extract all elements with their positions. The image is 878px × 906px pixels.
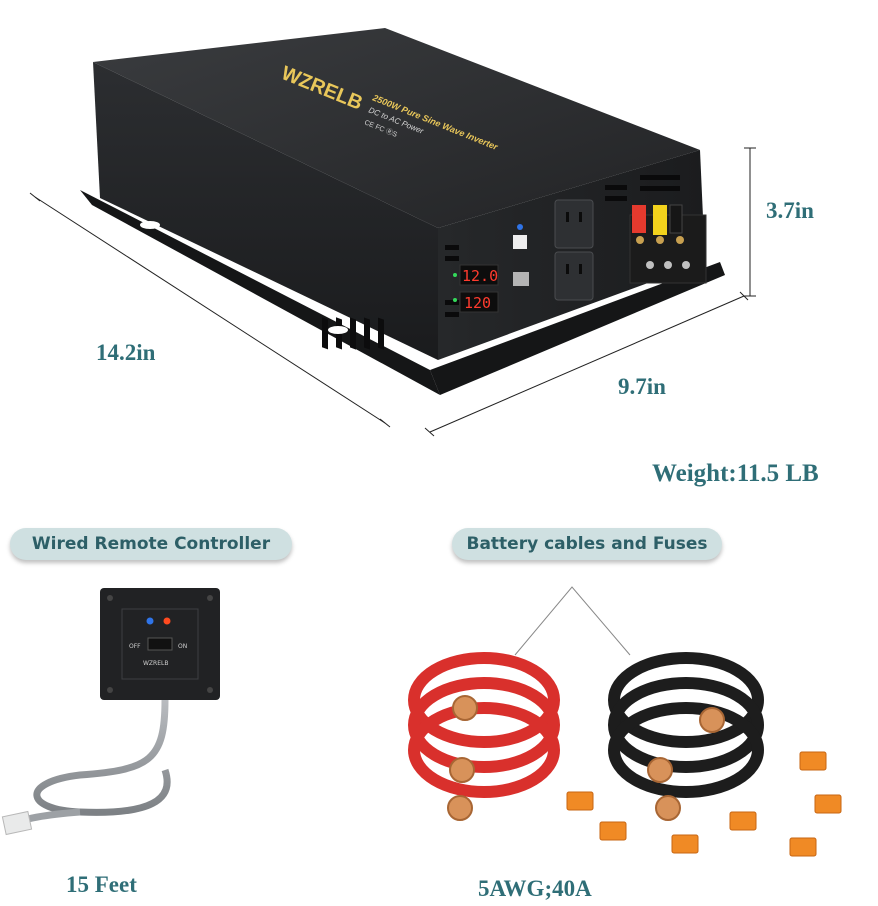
width-label: 9.7in xyxy=(618,374,666,399)
length-label: 14.2in xyxy=(96,340,156,365)
fuses xyxy=(566,751,842,857)
weight-label: Weight:11.5 LB xyxy=(652,460,819,487)
red-cable xyxy=(408,652,560,798)
remote-off-label: OFF xyxy=(129,643,141,650)
output-readout: 120 xyxy=(464,294,491,312)
blue-led xyxy=(517,224,523,230)
yellow-terminal xyxy=(653,205,667,235)
black-cable xyxy=(608,652,764,798)
callout-line xyxy=(514,586,631,656)
remote-controller-label: Wired Remote Controller xyxy=(10,528,292,560)
status-led xyxy=(453,273,457,277)
ring-lugs xyxy=(447,695,725,821)
cable-spec-label: 5AWG;40A xyxy=(478,876,592,901)
power-switch xyxy=(513,235,527,249)
output-display xyxy=(459,291,499,313)
rj-connector xyxy=(1,810,33,836)
ac-outlet-bottom xyxy=(554,251,594,301)
remote-brand: WZRELB xyxy=(143,660,168,667)
inverter-unit: WZRELB 2500W Pure Sine Wave Inverter DC … xyxy=(80,28,725,395)
cord-length-label: 15 Feet xyxy=(66,872,137,897)
remote-on-label: ON xyxy=(178,643,187,650)
black-terminal xyxy=(669,204,683,234)
remote-controller: OFF ON WZRELB xyxy=(1,588,220,836)
remote-blue-led xyxy=(146,617,154,625)
ac-outlet-top xyxy=(554,199,594,249)
voltage-readout: 12.0 xyxy=(462,267,498,285)
remote-port xyxy=(513,272,529,286)
voltage-display xyxy=(459,264,499,286)
remote-red-led xyxy=(163,617,171,625)
remote-cord xyxy=(33,699,171,816)
height-label: 3.7in xyxy=(766,198,814,223)
remote-switch xyxy=(147,637,173,651)
inverter-side-face xyxy=(93,62,438,360)
front-vents xyxy=(445,175,680,317)
side-vents xyxy=(322,317,384,350)
inverter-top-face xyxy=(93,28,700,228)
battery-cables xyxy=(408,586,842,857)
cables-fuses-label: Battery cables and Fuses xyxy=(452,528,722,560)
red-terminal xyxy=(632,205,646,233)
dimension-lines xyxy=(29,147,756,437)
